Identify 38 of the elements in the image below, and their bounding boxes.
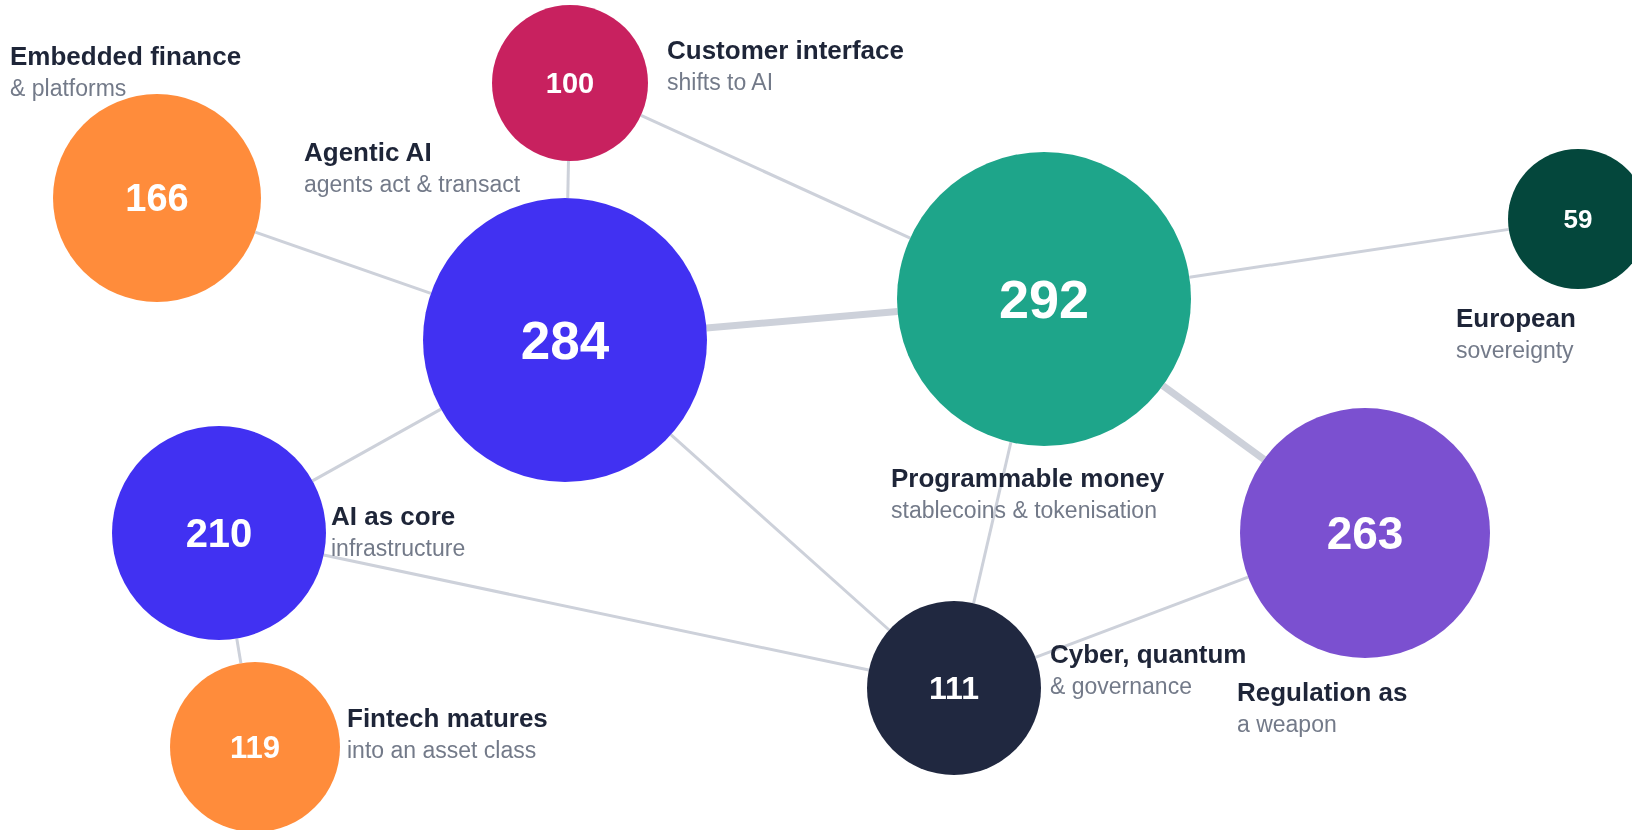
count-value: 292: [998, 272, 1090, 326]
connector-line: [323, 553, 870, 672]
topic-heading: Fintech matures: [347, 702, 548, 734]
connector-line: [254, 230, 432, 295]
topic-heading: Customer interface: [667, 34, 904, 66]
topic-heading: Programmable money: [891, 462, 1165, 494]
count-value: 166: [125, 179, 189, 217]
connector-line: [972, 441, 1013, 604]
topic-heading: Regulation as: [1237, 676, 1408, 708]
connector-line: [1160, 382, 1267, 463]
topic-heading: Agentic AI: [304, 136, 433, 168]
topic-subtitle: agents act & transact: [304, 170, 521, 199]
topic-heading: European: [1456, 302, 1576, 334]
connector-line: [566, 160, 570, 199]
connector-line: [669, 433, 891, 632]
topic-heading: AI as core: [331, 500, 457, 532]
topic-heading: Cyber, quantum: [1050, 638, 1247, 670]
topic-subtitle: & platforms: [10, 74, 128, 103]
count-value: 210: [185, 513, 253, 553]
count-value: 59: [1563, 206, 1593, 232]
connector-line: [1189, 227, 1509, 279]
topic-subtitle: sovereignty: [1456, 336, 1575, 365]
count-value: 111: [929, 672, 979, 704]
topic-subtitle: a weapon: [1237, 710, 1338, 739]
count-value: 100: [545, 68, 595, 98]
connector-line: [235, 638, 243, 664]
count-value: 119: [230, 731, 280, 763]
connector-line: [640, 113, 911, 240]
count-value: 284: [520, 313, 610, 367]
connector-line: [311, 407, 442, 483]
topic-subtitle: infrastructure: [331, 534, 466, 563]
topic-heading: Embedded finance: [10, 40, 242, 72]
count-value: 263: [1326, 510, 1404, 556]
topic-subtitle: into an asset class: [347, 736, 538, 765]
connector-line: [1034, 575, 1249, 659]
topic-subtitle: shifts to AI: [667, 68, 775, 97]
topic-subtitle: stablecoins & tokenisation: [891, 496, 1158, 525]
connector-line: [706, 308, 898, 332]
